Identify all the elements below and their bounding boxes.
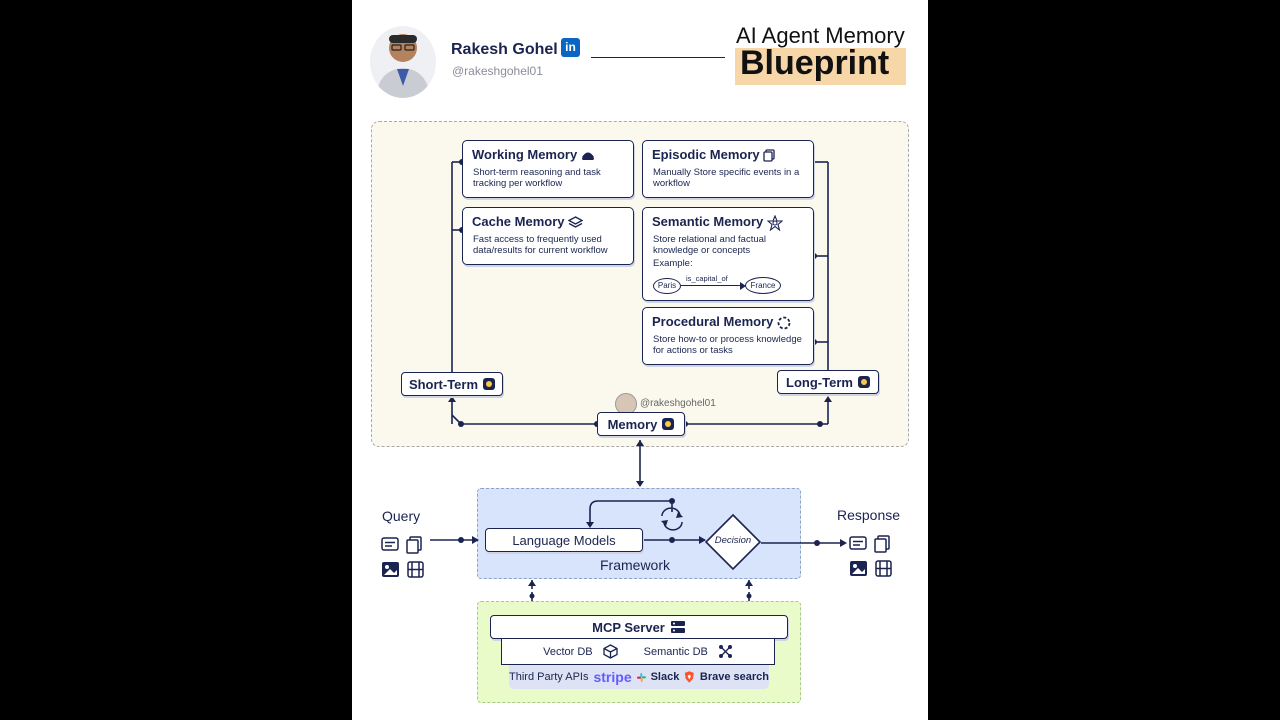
semantic-db-label: Semantic DB (643, 645, 708, 658)
copy-icon (763, 149, 775, 162)
server-icon (670, 621, 685, 633)
long-term-pill: Long-Term (777, 370, 879, 394)
relation-arrowhead (740, 282, 746, 290)
response-label: Response (837, 507, 901, 523)
third-party-row: Third Party APIs stripe Slack Brave sear… (509, 665, 769, 689)
title-highlight (735, 48, 906, 85)
hat-icon (581, 152, 594, 160)
layers-icon (568, 215, 584, 228)
brave-icon (685, 671, 695, 683)
short-term-label: Short-Term (408, 376, 479, 392)
brave-label: Brave search (699, 671, 769, 683)
image-icon (850, 561, 867, 576)
decision-label: Decision (714, 535, 752, 546)
procedural-memory-card: Procedural Memory Store how-to or proces… (642, 307, 814, 365)
vector-db-label: Vector DB (543, 645, 593, 658)
loading-ring-icon (777, 316, 791, 329)
page-title-line1: AI Agent Memory (736, 23, 905, 48)
query-icons (381, 536, 424, 578)
cube-icon (603, 644, 618, 659)
response-icons (849, 535, 892, 577)
framework-label: Framework (600, 557, 671, 573)
refresh-icon (661, 507, 683, 531)
chat-icon (381, 537, 399, 551)
slack-label: Slack (650, 671, 680, 683)
db-row: Vector DB Semantic DB (501, 639, 775, 665)
image-icon (382, 562, 399, 577)
procedural-memory-title: Procedural Memory (652, 314, 774, 329)
relation-arrow (681, 285, 743, 287)
author-handle: @rakeshgohel01 (452, 64, 543, 78)
chip-icon (857, 376, 870, 388)
mcp-server-label: MCP Server (592, 619, 665, 635)
watermark-handle: @rakeshgohel01 (640, 398, 716, 409)
document-icon (874, 535, 890, 553)
slack-icon (636, 672, 646, 682)
cache-memory-card: Cache Memory Fast access to frequently u… (462, 207, 634, 265)
working-memory-card: Working Memory Short-term reasoning and … (462, 140, 634, 198)
language-models-box: Language Models (485, 528, 643, 552)
memory-pill: Memory (597, 412, 685, 436)
chat-icon (849, 536, 867, 550)
semantic-example-label: Example: (653, 258, 693, 269)
third-party-label: Third Party APIs (509, 671, 589, 683)
cache-memory-desc: Fast access to frequently used data/resu… (473, 234, 608, 256)
page-title-line2: Blueprint (740, 44, 890, 82)
graph-nodes-icon (718, 645, 732, 658)
video-icon (875, 560, 892, 577)
language-models-label: Language Models (512, 532, 616, 548)
semantic-memory-desc: Store relational and factual knowledge o… (653, 234, 767, 256)
blueprint-page: Rakesh Gohel in @rakeshgohel01 AI Agent … (352, 0, 928, 720)
stripe-logo: stripe (593, 669, 632, 685)
episodic-memory-card: Episodic Memory Manually Store specific … (642, 140, 814, 198)
header-divider (591, 57, 725, 58)
linkedin-icon[interactable]: in (561, 38, 580, 57)
episodic-memory-title: Episodic Memory (652, 147, 760, 162)
memory-label: Memory (607, 416, 658, 432)
procedural-memory-desc: Store how-to or process knowledge for ac… (653, 334, 802, 356)
mcp-server-box: MCP Server (490, 615, 788, 639)
short-term-pill: Short-Term (401, 372, 503, 396)
author-avatar (370, 26, 436, 98)
video-icon (407, 561, 424, 578)
semantic-memory-title: Semantic Memory (652, 214, 764, 229)
chip-icon (483, 378, 496, 390)
episodic-memory-desc: Manually Store specific events in a work… (653, 167, 800, 189)
document-icon (406, 536, 422, 554)
chip-icon (662, 418, 675, 430)
author-name: Rakesh Gohel (451, 41, 558, 58)
long-term-label: Long-Term (786, 374, 853, 390)
france-node: France (745, 277, 781, 294)
working-memory-title: Working Memory (472, 147, 578, 162)
query-label: Query (382, 508, 421, 524)
semantic-memory-card: Semantic Memory Store relational and fac… (642, 207, 814, 301)
network-star-icon (766, 214, 783, 231)
decision-diamond (704, 513, 762, 571)
cache-memory-title: Cache Memory (472, 214, 565, 229)
working-memory-desc: Short-term reasoning and task tracking p… (473, 167, 601, 189)
relation-label: is_capital_of (686, 274, 728, 283)
paris-node: Paris (653, 278, 681, 294)
